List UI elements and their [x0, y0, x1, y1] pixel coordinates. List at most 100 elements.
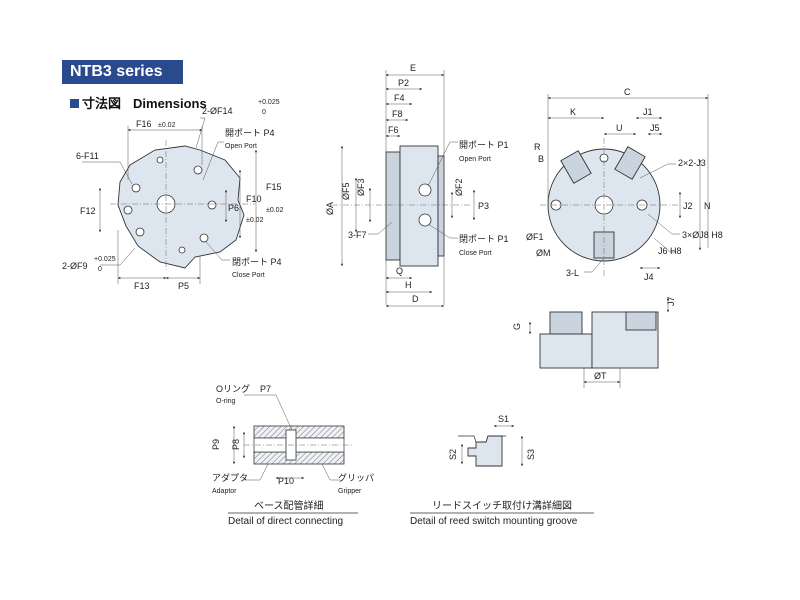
label-f15-tol: ±0.02	[266, 207, 284, 214]
label-f2: ØF2	[454, 178, 464, 196]
side-close-port-hole	[418, 213, 432, 227]
label-j1: J1	[643, 107, 653, 117]
side-open-port-hole	[418, 183, 432, 197]
label-a: ØA	[325, 202, 335, 215]
direct-connecting-detail: Oリング P7 O-ring P9 P8 アダプタ Adaptor P10 グリ…	[211, 383, 374, 527]
label-p7: P7	[260, 384, 271, 394]
leader-open-port	[202, 141, 224, 181]
leader-f11	[82, 161, 133, 185]
label-f14-tol-zero: 0	[262, 109, 266, 116]
heading-en: Dimensions	[133, 96, 207, 111]
label-s3: S3	[526, 449, 536, 460]
label-d: D	[412, 294, 419, 304]
leader-adaptor	[244, 463, 269, 481]
label-f3: ØF3	[356, 178, 366, 196]
label-p8: P8	[231, 439, 241, 450]
label-s2: S2	[448, 449, 458, 460]
label-f6: F6	[388, 125, 399, 135]
leader-l	[584, 257, 605, 273]
bottom-view: J7 G ØT	[512, 296, 676, 388]
label-j8: 3×ØJ8 H8	[682, 230, 723, 240]
leader-side-open	[427, 141, 458, 187]
label-j2: J2	[683, 201, 693, 211]
label-f11: 6-F11	[76, 151, 99, 161]
leader-close-port	[205, 241, 230, 261]
label-f4: F4	[394, 93, 405, 103]
rear-view: C K J1 U J5 R B 2×2-J3 N J2 3×ØJ8 H8 ØF1…	[526, 87, 723, 282]
series-title: NTB3 series	[62, 60, 183, 84]
label-oring-en: O-ring	[216, 398, 236, 405]
label-l: 3-L	[566, 268, 579, 278]
label-m: ØM	[536, 248, 551, 258]
side-rear-plate	[437, 155, 445, 257]
reed-switch-groove-detail: S1 S2 S3 リードスイッチ取付け溝詳細図 Detail of reed s…	[410, 414, 594, 527]
leader-f9	[100, 247, 136, 266]
leader-p7	[244, 394, 293, 431]
label-open-port-en: Open Port	[225, 143, 257, 150]
label-side-close-en: Close Port	[459, 250, 492, 257]
label-f16: F16	[136, 119, 152, 129]
label-adaptor-ja: アダプタ	[212, 472, 248, 483]
label-s1: S1	[498, 414, 509, 424]
label-f9: 2-ØF9	[62, 261, 88, 271]
front-hole-1	[131, 183, 141, 193]
label-j5: J5	[650, 123, 660, 133]
label-j4: J4	[644, 272, 654, 282]
label-g: G	[512, 323, 522, 330]
label-p2: P2	[398, 78, 409, 88]
front-hole-5	[207, 200, 217, 210]
label-side-open-ja: 開ポート P1	[459, 140, 509, 150]
label-p6: P6	[228, 203, 239, 213]
label-f16-tol: ±0.02	[158, 122, 176, 129]
label-gripper-ja: グリッパ	[338, 472, 374, 483]
label-side-open-en: Open Port	[459, 156, 491, 163]
caption-direct-en: Detail of direct connecting	[228, 516, 343, 527]
detail-lower-wall	[253, 451, 345, 465]
caption-groove-ja: リードスイッチ取付け溝詳細図	[432, 499, 572, 512]
label-f8: F8	[392, 109, 403, 119]
caption-direct-ja: ベース配管詳細	[254, 499, 324, 512]
label-b: B	[538, 154, 544, 164]
front-body-outline	[117, 145, 245, 269]
front-pin-2	[178, 246, 186, 254]
label-f9-tol-plus: +0.025	[94, 256, 116, 263]
bottom-jaw	[549, 311, 583, 335]
side-view: E P2 F4 F8 F6 開ポート P1 Open Port ØA ØF5 Ø…	[325, 63, 509, 308]
leader-side-close	[427, 223, 458, 239]
detail-upper-wall	[253, 425, 345, 439]
label-f1: ØF1	[526, 232, 544, 242]
leader-f14	[195, 117, 206, 149]
label-f14: 2-ØF14	[202, 106, 233, 116]
label-p3: P3	[478, 201, 489, 211]
label-e: E	[410, 63, 416, 73]
label-adaptor-en: Adaptor	[212, 488, 237, 495]
leader-gripper	[321, 463, 340, 481]
leader-j8	[647, 213, 680, 235]
label-close-port-ja: 閉ポート P4	[232, 257, 282, 267]
rear-jaw-2	[614, 146, 646, 180]
bottom-flange	[625, 311, 657, 331]
front-hole-4	[193, 165, 203, 175]
label-k: K	[570, 107, 576, 117]
label-f12: F12	[80, 206, 96, 216]
label-f15: F15	[266, 182, 282, 192]
label-j7: J7	[666, 296, 676, 306]
label-f10-tol: ±0.02	[246, 217, 264, 224]
groove-cross-section	[467, 435, 503, 467]
bottom-body-left	[539, 333, 593, 369]
leader-j6	[653, 237, 676, 253]
label-open-port-ja: 開ポート P4	[225, 128, 275, 138]
label-j3: 2×2-J3	[678, 158, 706, 168]
label-side-close-ja: 閉ポート P1	[459, 234, 509, 244]
label-oring-ja: Oリング	[216, 383, 250, 394]
label-f10: F10	[246, 194, 262, 204]
label-close-port-en: Close Port	[232, 272, 265, 279]
leader-f7	[368, 221, 393, 235]
label-p10: P10	[278, 476, 294, 486]
label-f13: F13	[134, 281, 150, 291]
label-p9: P9	[211, 439, 221, 450]
heading-square-icon	[70, 99, 79, 108]
label-f7: 3-F7	[348, 230, 367, 240]
front-view: F16 ±0.02 2-ØF14 +0.025 0 開ポート P4 Open P…	[62, 99, 284, 291]
